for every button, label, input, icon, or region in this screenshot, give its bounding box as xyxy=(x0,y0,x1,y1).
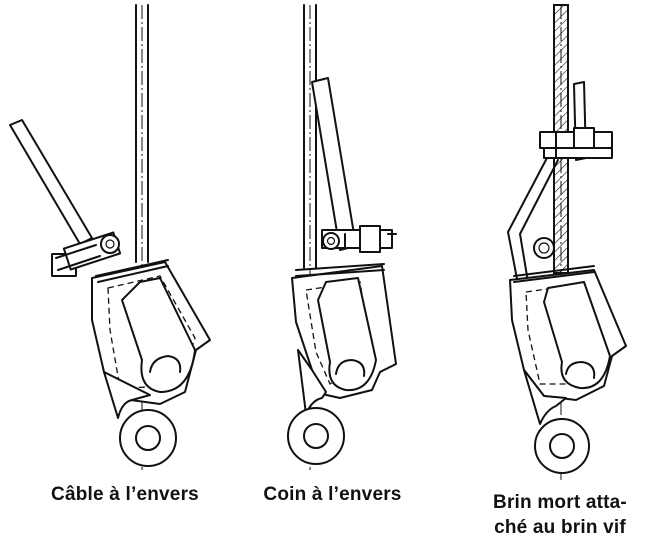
caption-cable-reversed: Câble à l’envers xyxy=(51,484,199,505)
dead-end xyxy=(311,77,357,251)
clevis-eye xyxy=(287,349,345,465)
socket-body xyxy=(291,263,397,399)
cable-clip xyxy=(51,231,122,277)
caption-wedge-reversed: Coin à l’envers xyxy=(263,484,402,505)
cable-clip xyxy=(321,225,397,253)
figure-dead-end-attached xyxy=(507,4,627,480)
clevis-eye xyxy=(103,371,177,467)
clevis-eye xyxy=(523,369,590,474)
figure-wedge-reversed xyxy=(287,4,397,470)
cable-clip xyxy=(539,127,613,159)
socket-body xyxy=(509,237,627,401)
live-cable-hatched xyxy=(553,4,569,480)
reversed-cable-tail xyxy=(9,119,93,245)
caption-line-2: ché au brin vif xyxy=(494,517,626,538)
figure-cable-reversed xyxy=(9,4,211,470)
caption-dead-end-attached: Brin mort atta- ché au brin vif xyxy=(470,490,647,540)
socket-body xyxy=(91,259,211,405)
caption-line-1: Brin mort atta- xyxy=(493,492,627,513)
